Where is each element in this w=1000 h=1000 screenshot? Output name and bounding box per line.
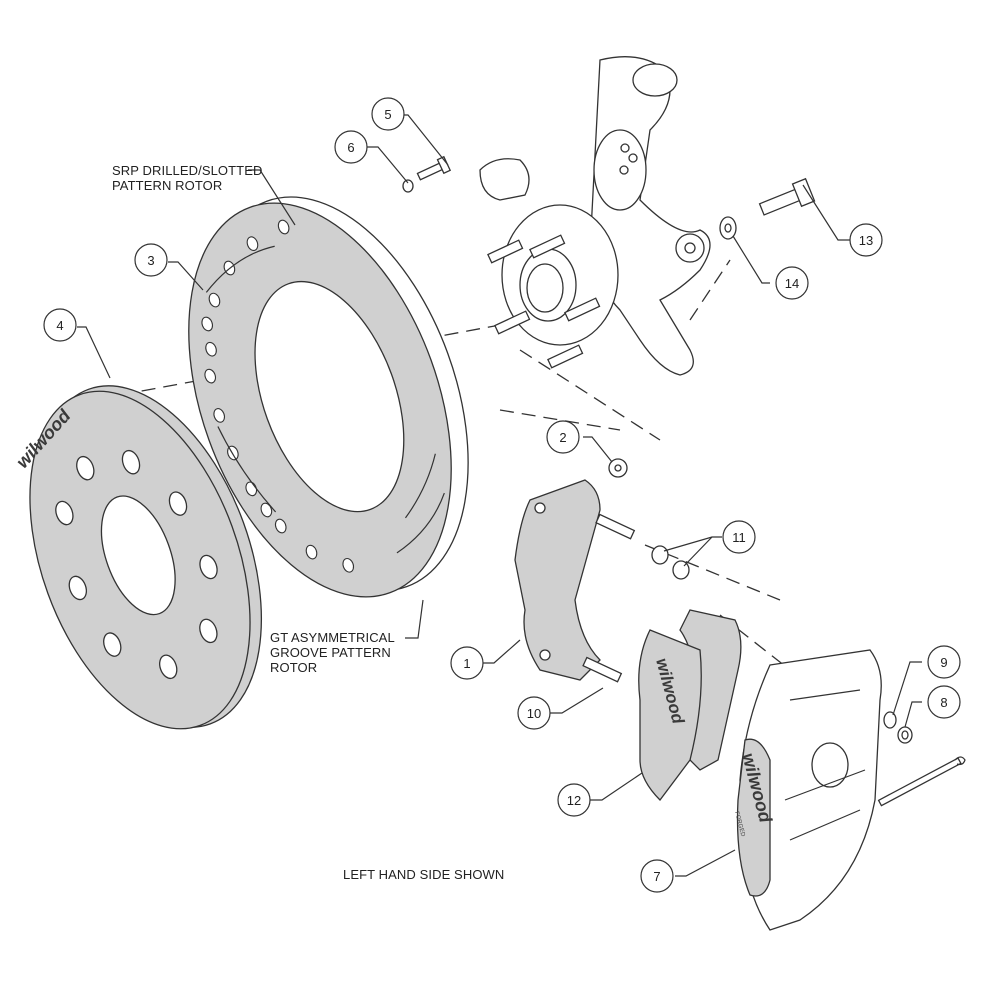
svg-text:8: 8	[940, 695, 947, 710]
hat-bolt-washer	[402, 179, 414, 193]
callout-11: 11	[722, 520, 756, 554]
gt-rotor-label: GT ASYMMETRICAL GROOVE PATTERN ROTOR	[270, 630, 395, 675]
callout-7: 7	[640, 859, 674, 893]
svg-text:2: 2	[559, 430, 566, 445]
gt-rotor-label-line-3: ROTOR	[270, 660, 318, 675]
svg-text:6: 6	[347, 140, 354, 155]
steering-knuckle-hub	[479, 56, 711, 376]
callout-14: 14	[775, 266, 809, 300]
callout-8: 8	[927, 685, 961, 719]
callout-9: 9	[927, 645, 961, 679]
callout-13: 13	[849, 223, 883, 257]
svg-text:10: 10	[527, 706, 541, 721]
caliper-washer	[883, 711, 897, 729]
svg-text:12: 12	[567, 793, 581, 808]
callout-4: 4	[43, 308, 77, 342]
srp-rotor-label: SRP DRILLED/SLOTTED PATTERN ROTOR	[112, 163, 262, 193]
side-shown-note: LEFT HAND SIDE SHOWN	[343, 867, 505, 882]
mounting-washer	[719, 216, 737, 240]
svg-text:9: 9	[940, 655, 947, 670]
mounting-bolt	[758, 177, 816, 216]
svg-text:1: 1	[463, 656, 470, 671]
svg-text:7: 7	[653, 869, 660, 884]
rotor-drill-holes	[201, 219, 355, 573]
stud-washers	[651, 545, 690, 580]
wheel-studs	[487, 234, 601, 369]
caliper: wilwood FORGED	[733, 649, 882, 931]
svg-text:5: 5	[384, 107, 391, 122]
callout-1: 1	[450, 646, 484, 680]
callout-3: 3	[134, 243, 168, 277]
caliper-nut	[897, 726, 913, 744]
svg-text:4: 4	[56, 318, 63, 333]
svg-text:14: 14	[785, 276, 799, 291]
svg-text:13: 13	[859, 233, 873, 248]
brake-pads: wilwood	[638, 609, 742, 801]
gt-rotor-label-line-2: GROOVE PATTERN	[270, 645, 391, 660]
rotor	[188, 196, 469, 598]
callout-12: 12	[557, 783, 591, 817]
rotor-hat: wilwood	[12, 385, 263, 730]
hat-bolt	[416, 155, 452, 181]
svg-text:11: 11	[732, 530, 746, 545]
caliper-bracket	[514, 479, 636, 683]
srp-rotor-label-line-2: PATTERN ROTOR	[112, 178, 223, 193]
callout-5: 5	[371, 97, 405, 131]
callout-10: 10	[517, 696, 551, 730]
svg-text:3: 3	[147, 253, 154, 268]
callout-6: 6	[334, 130, 368, 164]
callouts: 1 2 3 4 5 6 7 8 9 10 11 12 13 14	[43, 97, 961, 893]
caliper-pin	[877, 756, 966, 807]
gt-rotor-label-line-1: GT ASYMMETRICAL	[270, 630, 395, 645]
srp-rotor-label-line-1: SRP DRILLED/SLOTTED	[112, 163, 263, 178]
bracket-spacer-washer	[608, 458, 628, 478]
callout-2: 2	[546, 420, 580, 454]
